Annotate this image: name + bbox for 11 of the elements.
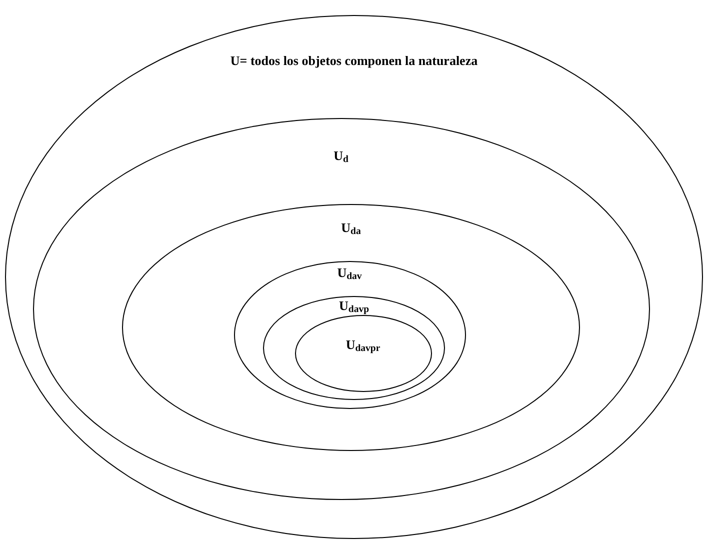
set-ellipse: [122, 204, 580, 451]
set-ellipse: [5, 15, 703, 539]
set-label: U$_{d}$: [334, 148, 348, 162]
set-ellipse: [32, 118, 650, 500]
set-label: U$_{da}$: [341, 221, 361, 234]
set-label: U$_{davp}$: [339, 299, 369, 312]
set-ellipse: [263, 296, 445, 400]
set-label: U$_{dav}$: [337, 266, 362, 278]
set-label: U= todos los objetos componen la naturaleza: [230, 54, 478, 67]
set-ellipse: [234, 260, 466, 408]
set-ellipse: [294, 314, 432, 392]
